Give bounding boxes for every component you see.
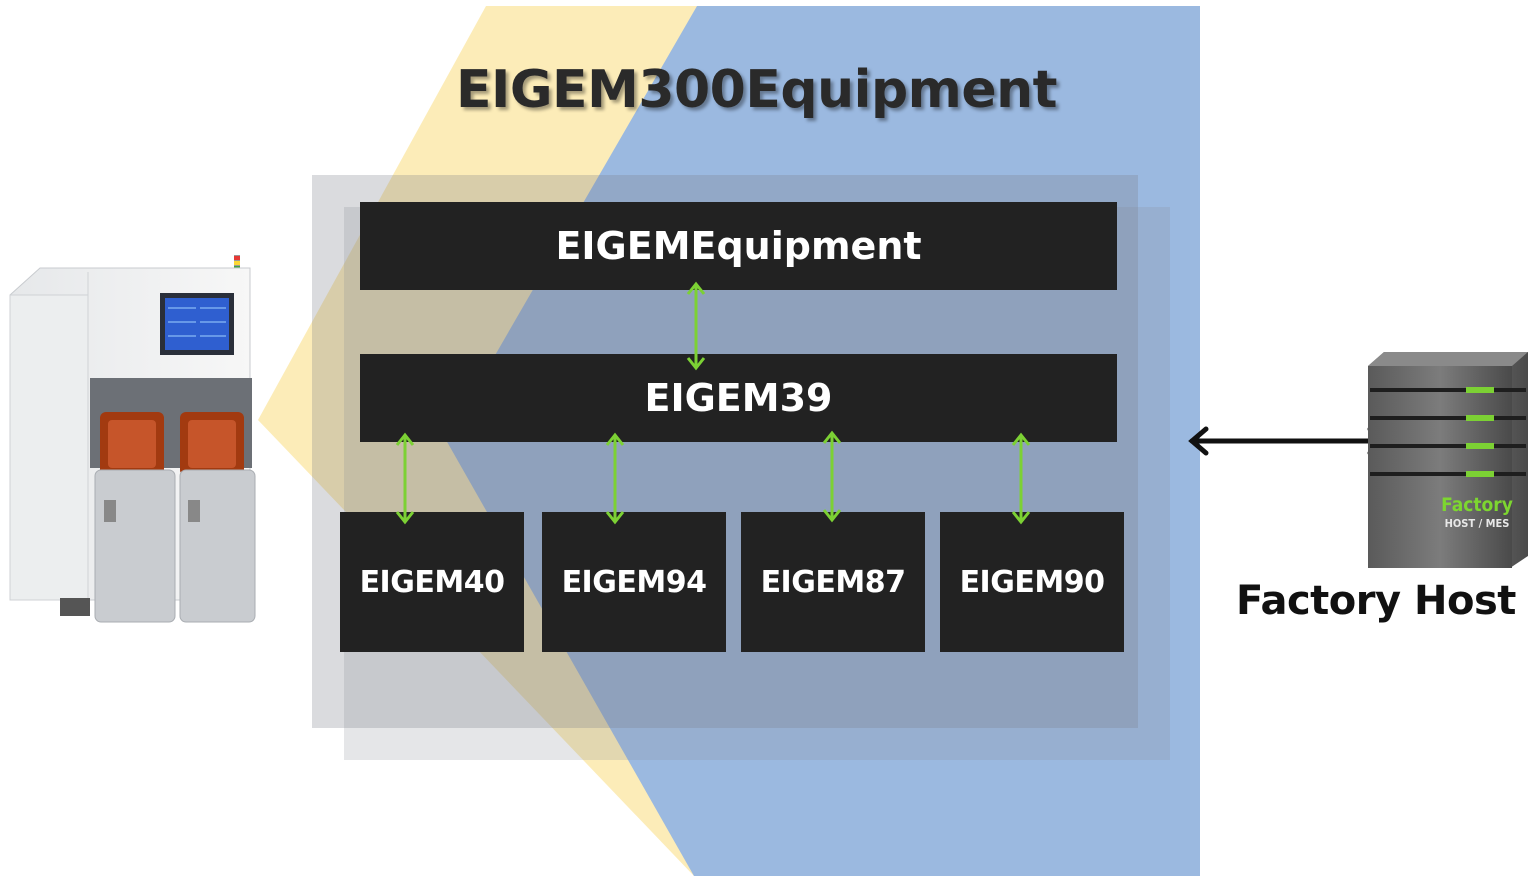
module-block-eigem87: EIGEM87 [741,512,925,652]
diagram-title: EIGEM300Equipment [456,60,1058,120]
module-block-eigem94: EIGEM94 [542,512,726,652]
frame-shadow [344,207,1170,760]
server-brand-text: Factory [1441,494,1513,516]
factory-host-label: Factory Host [1236,578,1516,624]
eigem39-block: EIGEM39 [360,354,1117,442]
module-block-eigem90: EIGEM90 [940,512,1124,652]
server-subtitle-text: HOST / MES [1444,517,1510,530]
eigem-equipment-block: EIGEMEquipment [360,202,1117,290]
module-block-eigem40: EIGEM40 [340,512,524,652]
